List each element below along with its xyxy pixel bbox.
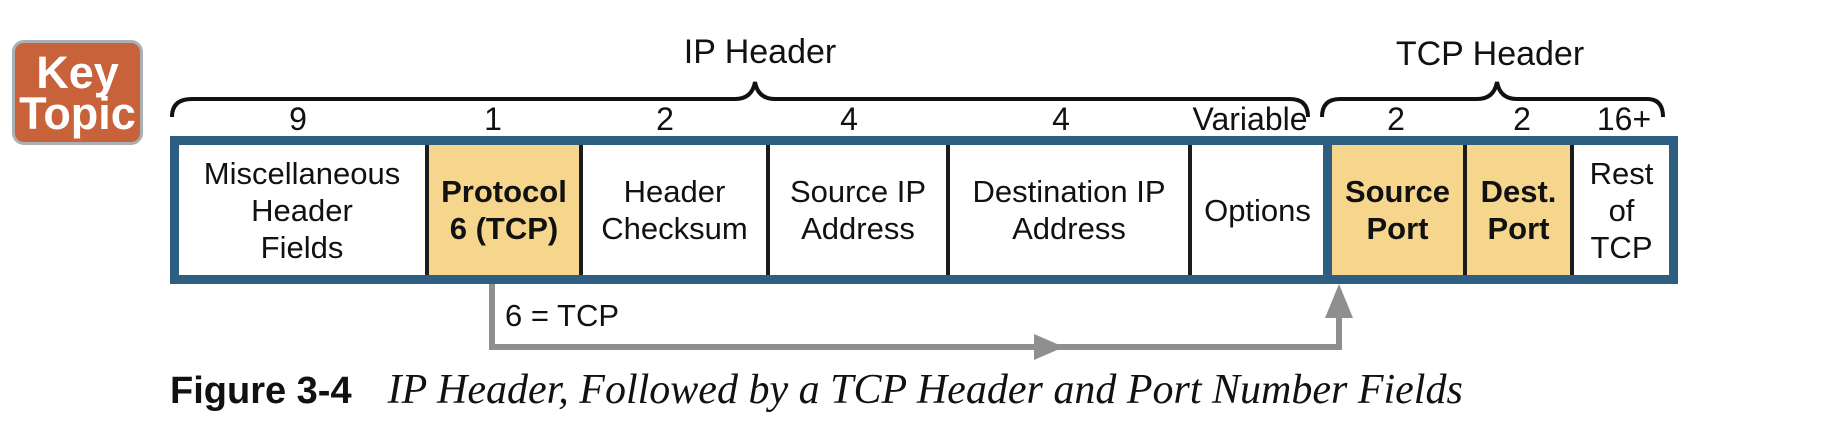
arrow-head-up <box>1325 284 1353 318</box>
badge-line-1: Key <box>36 46 119 98</box>
ip-header-box: Miscellaneous Header Fields Protocol 6 (… <box>170 136 1332 284</box>
size-label-misc: 9 <box>289 101 307 137</box>
field-source-port: Source Port <box>1332 145 1463 275</box>
divider <box>579 145 583 275</box>
field-source-port-label: Source Port <box>1344 174 1451 246</box>
tcp-header-label: TCP Header <box>1395 35 1585 73</box>
field-options: Options <box>1192 145 1323 275</box>
key-topic-badge: Key Topic <box>12 40 143 145</box>
size-label-source-port: 2 <box>1387 101 1405 137</box>
divider <box>1463 145 1467 275</box>
size-label-destination-ip: 4 <box>1052 101 1070 137</box>
divider <box>425 145 429 275</box>
field-rest-of-tcp-label: Rest of TCP <box>1589 155 1654 265</box>
field-misc-header-label: Miscellaneous Header Fields <box>203 155 401 265</box>
size-label-checksum: 2 <box>656 101 674 137</box>
field-destination-ip: Destination IP Address <box>950 145 1188 275</box>
badge-line-2: Topic <box>19 87 136 139</box>
field-dest-port: Dest. Port <box>1467 145 1570 275</box>
field-options-label: Options <box>1204 192 1311 228</box>
tcp-header-brace <box>1320 81 1665 118</box>
field-source-ip-label: Source IP Address <box>789 174 927 246</box>
size-label-options: Variable <box>1192 101 1308 137</box>
divider <box>1570 145 1574 275</box>
field-protocol-label: Protocol 6 (TCP) <box>441 174 567 246</box>
figure-caption: Figure 3-4 IP Header, Followed by a TCP H… <box>170 366 1463 414</box>
protocol-arrow-line <box>489 278 1342 350</box>
field-header-checksum-label: Header Checksum <box>601 174 748 246</box>
figure-number: Figure 3-4 <box>170 370 352 412</box>
field-dest-port-label: Dest. Port <box>1480 174 1557 246</box>
field-rest-of-tcp: Rest of TCP <box>1574 145 1669 275</box>
divider <box>1188 145 1192 275</box>
ip-header-label: IP Header <box>683 33 837 71</box>
divider <box>766 145 770 275</box>
field-protocol: Protocol 6 (TCP) <box>429 145 579 275</box>
size-label-dest-port: 2 <box>1513 101 1531 137</box>
size-label-protocol: 1 <box>484 101 502 137</box>
size-label-source-ip: 4 <box>840 101 858 137</box>
ip-header-brace <box>170 81 1310 118</box>
protocol-arrow-label: 6 = TCP <box>505 298 620 333</box>
field-source-ip: Source IP Address <box>770 145 946 275</box>
field-misc-header: Miscellaneous Header Fields <box>179 145 425 275</box>
arrow-head-right <box>1034 334 1064 360</box>
figure-title: IP Header, Followed by a TCP Header and … <box>387 367 1463 413</box>
field-header-checksum: Header Checksum <box>583 145 766 275</box>
field-destination-ip-label: Destination IP Address <box>972 174 1166 246</box>
size-label-rest-of-tcp: 16+ <box>1596 101 1652 137</box>
tcp-header-box: Source Port Dest. Port Rest of TCP <box>1323 136 1678 284</box>
divider <box>946 145 950 275</box>
